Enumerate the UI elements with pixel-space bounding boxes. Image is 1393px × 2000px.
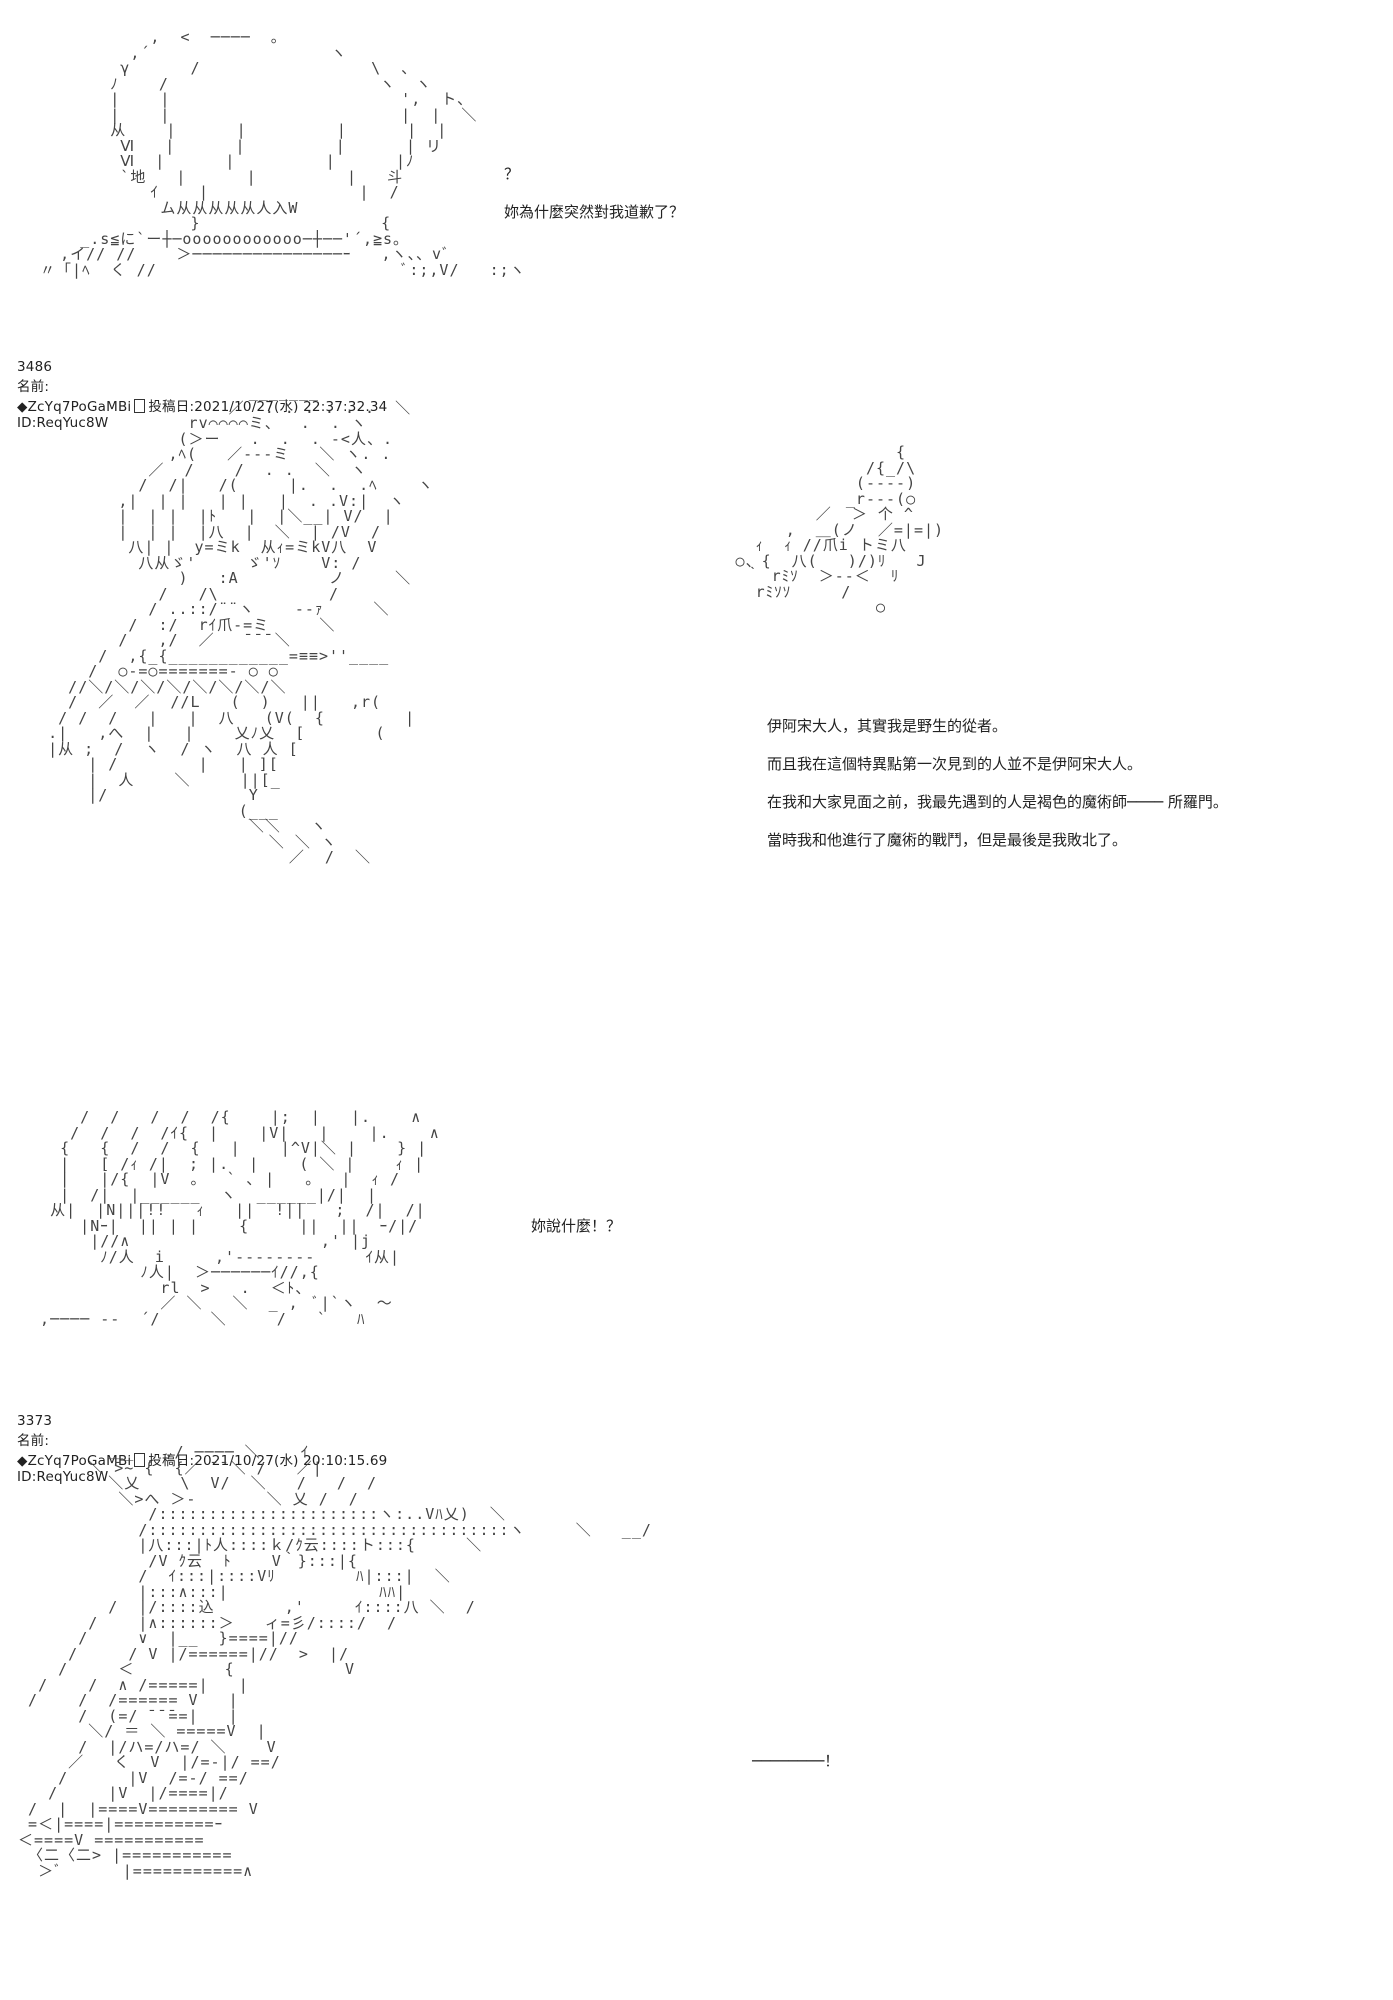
dialogue-line: 在我和大家見面之前，我最先遇到的人是褐色的魔術師──── 所羅門。 — [767, 793, 1228, 811]
dialogue-line: ────────！ — [752, 1752, 840, 1770]
dialogue-block-1: ？ 妳為什麼突然對我道歉了？ — [504, 155, 684, 231]
name-label: 名前: — [16, 379, 50, 395]
author-trip: ◆ZcYq7PoGaMBi — [16, 1453, 132, 1469]
missing-glyph-icon — [134, 399, 146, 413]
poster-id: ID:ReqYuc8W — [16, 415, 109, 431]
dialogue-block-2: 伊阿宋大人，其實我是野生的從者。 而且我在這個特異點第一次見到的人並不是伊阿宋大… — [767, 707, 1228, 859]
post-header: 3486 名前: ◆ZcYq7PoGaMBi 投稿日:2021/10/27(水) … — [8, 343, 387, 431]
ascii-art-figure-3: / / / / /{ |; | |. ∧ / / / /ｲ{ | |V| | |… — [40, 1108, 440, 1328]
dialogue-line: 妳為什麼突然對我道歉了？ — [504, 203, 685, 221]
missing-glyph-icon — [134, 1453, 146, 1467]
dialogue-line: ？ — [504, 165, 520, 183]
dialogue-block-3: 妳說什麼！？ — [531, 1207, 621, 1245]
dialogue-line: 伊阿宋大人，其實我是野生的從者。 — [767, 717, 1008, 735]
author-trip: ◆ZcYq7PoGaMBi — [16, 399, 132, 415]
ascii-art-figure-1: , < ──── 。 ,´ ヽ γ / \ 、 ﾉ / ヽ ヽ | | ', ト… — [40, 28, 526, 279]
dialogue-line: 而且我在這個特異點第一次見到的人並不是伊阿宋大人。 — [767, 755, 1143, 773]
name-label: 名前: — [16, 1433, 50, 1449]
ascii-art-figure-2: _______ ／ . . . . . . ＼ rv⌒⌒⌒⌒ミ、 . . ヽ (… — [48, 383, 434, 866]
dialogue-block-4: ────────！ — [752, 1742, 839, 1780]
posted-date: 投稿日:2021/10/27(水) 20:10:15.69 — [148, 1453, 388, 1469]
ascii-art-figure-4: ＿_ ,/ ──── ＼ ｲ ＼ ̄>~ { {／ ̄ ̄ ＼ / ／| ＼乂 … — [18, 1443, 652, 1880]
posted-date: 投稿日:2021/10/27(水) 22:37:32.34 — [148, 399, 388, 415]
post-header: 3373 名前: ◆ZcYq7PoGaMBi 投稿日:2021/10/27(水) … — [8, 1397, 387, 1485]
poster-id: ID:ReqYuc8W — [16, 1469, 109, 1485]
post-number: 3373 — [16, 1413, 53, 1429]
dialogue-line: 妳說什麼！？ — [531, 1217, 622, 1235]
ascii-art-staff: { /{_/\ (----) _r---(○ ／ ＞ 个 ^ , ＿(ノ ／=|… — [735, 443, 945, 616]
post-number: 3486 — [16, 359, 53, 375]
dialogue-line: 當時我和他進行了魔術的戰鬥，但是最後是我敗北了。 — [767, 831, 1128, 849]
